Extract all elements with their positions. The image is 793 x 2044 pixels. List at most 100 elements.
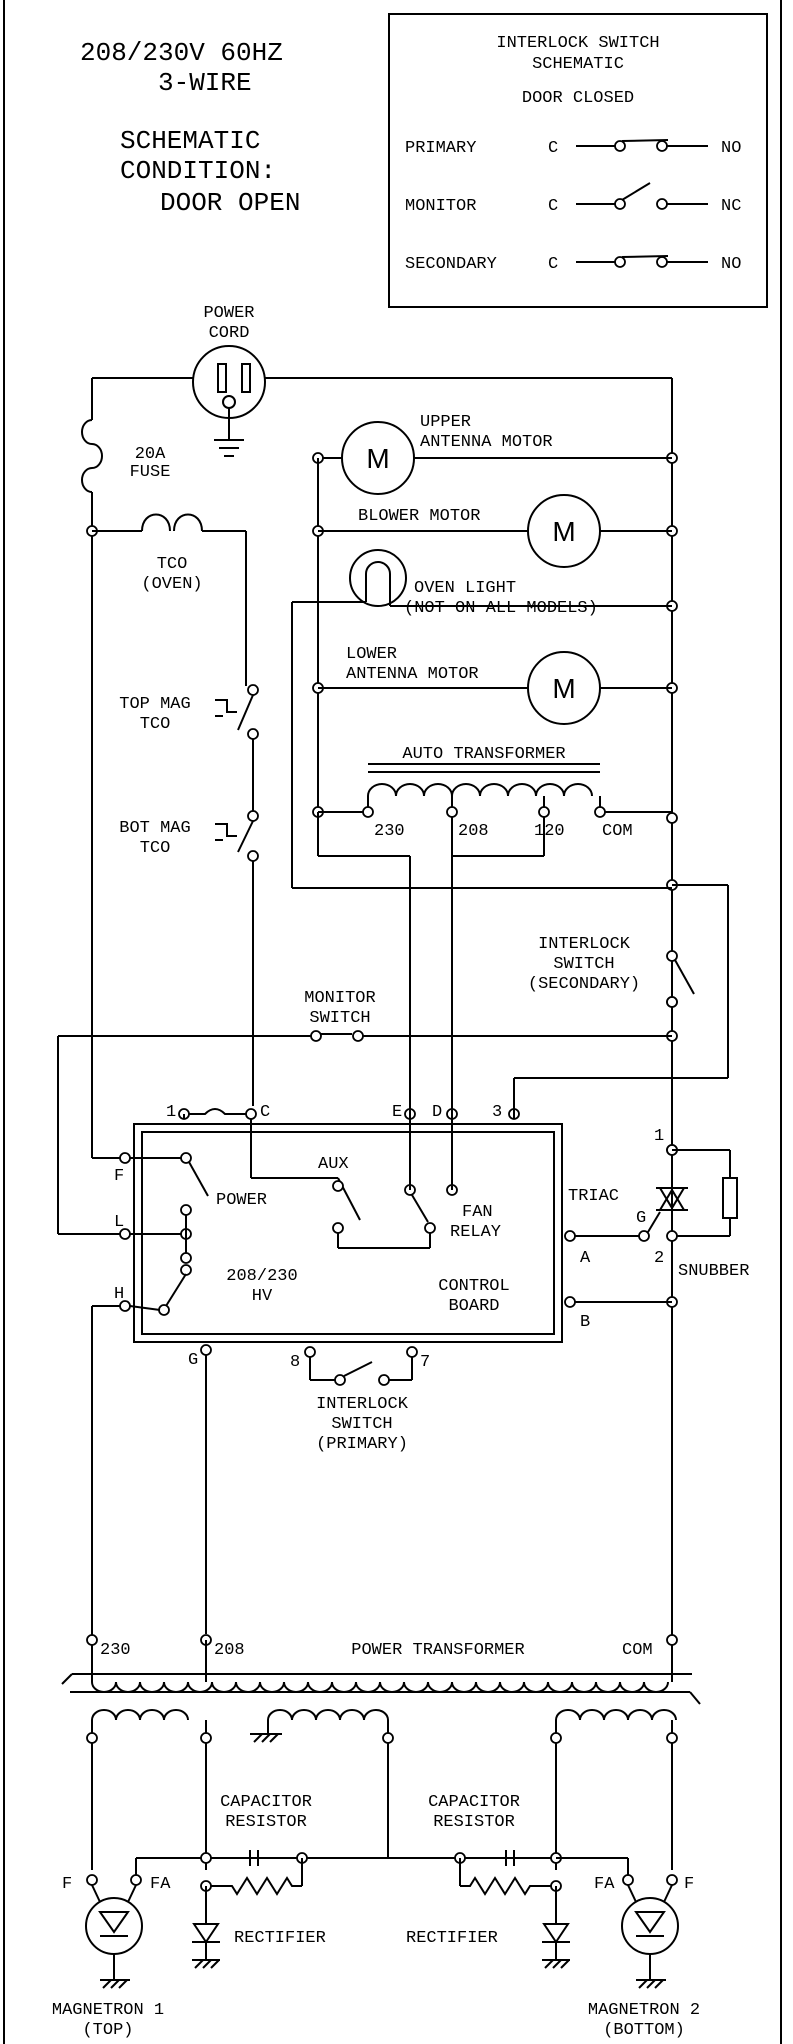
triac-terminal-2: 2 [654, 1249, 664, 1268]
bot-mag-tco-label: BOT MAG [119, 819, 190, 838]
oven-tco-label: TCO [157, 555, 188, 574]
snubber-label: SNUBBER [678, 1262, 749, 1281]
oven-light: OVEN LIGHT (NOT ON ALL MODELS) [291, 549, 672, 889]
power-cord-label-2: CORD [209, 324, 250, 343]
magnetron-1: F FA MAGNETRON 1 (TOP) [52, 1858, 171, 2040]
top-mag-tco-sublabel: TCO [140, 715, 171, 734]
cap2-sublabel: RESISTOR [433, 1813, 515, 1832]
interlock-box-title-2: SCHEMATIC [532, 55, 624, 74]
cb-terminal-a: A [580, 1249, 591, 1268]
blower-motor-label: BLOWER MOTOR [358, 507, 480, 526]
cb-board-label: BOARD [448, 1297, 499, 1316]
cb-hv-label: 208/230 [226, 1267, 297, 1286]
interlock-primary-switch: INTERLOCK SWITCH (PRIMARY) [309, 1357, 413, 1454]
cb-terminal-1: 1 [166, 1103, 176, 1122]
right-bus [265, 377, 678, 1682]
bot-mag-tco: BOT MAG TCO [119, 810, 259, 1106]
monitor-switch-label-2: SWITCH [309, 1009, 370, 1028]
pt-label: POWER TRANSFORMER [351, 1641, 524, 1660]
hv-section: CAPACITOR RESISTOR CAPACITOR RESISTOR RE… [136, 1793, 570, 1969]
page-frame [3, 0, 782, 2044]
lower-motor-sublabel: ANTENNA MOTOR [346, 665, 479, 684]
interlock-box-title: INTERLOCK SWITCH [496, 34, 659, 53]
auto-transformer-label: AUTO TRANSFORMER [402, 745, 565, 764]
primary-common: C [548, 139, 558, 158]
mag2-label: MAGNETRON 2 [588, 2001, 700, 2020]
rectifier-2-label: RECTIFIER [406, 1929, 498, 1948]
control-board: 1 C E D 3 F POWER L 208/230 HV H [92, 1103, 672, 1634]
cap1-sublabel: RESISTOR [225, 1813, 307, 1832]
cb-terminal-g: G [188, 1351, 198, 1370]
mag2-sublabel: (BOTTOM) [603, 2021, 685, 2040]
interlock-secondary-label: INTERLOCK [538, 935, 631, 954]
cb-fan-sublabel: RELAY [450, 1223, 501, 1242]
fuse-rating: 20A [135, 445, 166, 464]
interlock-primary-label-2: SWITCH [331, 1415, 392, 1434]
condition-title: SCHEMATIC [120, 126, 260, 156]
mag1-sublabel: (TOP) [82, 2021, 133, 2040]
triac-terminal-g: G [636, 1209, 646, 1228]
mag2-f: F [684, 1875, 694, 1894]
cap1-label: CAPACITOR [220, 1793, 312, 1812]
oven-light-label: OVEN LIGHT [414, 579, 516, 598]
blower-motor: M BLOWER MOTOR [318, 494, 672, 568]
upper-antenna-motor: M UPPER ANTENNA MOTOR [312, 413, 672, 495]
top-mag-tco-label: TOP MAG [119, 695, 190, 714]
cb-aux-label: AUX [318, 1155, 349, 1174]
pt-tap-208: 208 [214, 1641, 245, 1660]
auto-tap-com: COM [602, 822, 633, 841]
fuse-label: FUSE [130, 463, 171, 482]
condition-value: DOOR OPEN [160, 188, 300, 218]
interlock-schematic-box: INTERLOCK SWITCH SCHEMATIC DOOR CLOSED P… [388, 13, 768, 308]
interlock-secondary-switch: INTERLOCK SWITCH (SECONDARY) [513, 884, 729, 1112]
secondary-common: C [548, 255, 558, 274]
lower-motor-label: LOWER [346, 645, 397, 664]
cap2-label: CAPACITOR [428, 1793, 520, 1812]
secondary-contact: NO [721, 255, 741, 274]
cb-terminal-l: L [114, 1213, 124, 1232]
cb-terminal-f: F [114, 1167, 124, 1186]
auto-tap-230: 230 [374, 822, 405, 841]
blower-motor-symbol: M [552, 516, 575, 547]
upper-motor-label: UPPER [420, 413, 471, 432]
supply-wire-count: 3-WIRE [158, 68, 252, 98]
triac-label: TRIAC [568, 1187, 619, 1206]
upper-motor-sublabel: ANTENNA MOTOR [420, 433, 553, 452]
interlock-secondary-label-2: SWITCH [553, 955, 614, 974]
interlock-primary-label: INTERLOCK [316, 1395, 409, 1414]
primary-contact: NO [721, 139, 741, 158]
monitor-row-label: MONITOR [405, 197, 476, 216]
rectifier-1-label: RECTIFIER [234, 1929, 326, 1948]
auto-tap-208: 208 [458, 822, 489, 841]
power-cord: POWER CORD [192, 304, 266, 457]
cb-terminal-c: C [260, 1103, 270, 1122]
mag1-f: F [62, 1875, 72, 1894]
primary-row-label: PRIMARY [405, 139, 476, 158]
interlock-box-subtitle: DOOR CLOSED [522, 89, 634, 108]
oven-tco: TCO (OVEN) [92, 513, 247, 686]
lower-motor-symbol: M [552, 673, 575, 704]
cb-power-switch: POWER [216, 1191, 267, 1210]
power-cord-label: POWER [203, 304, 254, 323]
pt-tap-com: COM [622, 1641, 653, 1660]
lower-antenna-motor: M LOWER ANTENNA MOTOR [318, 645, 672, 725]
condition-label: CONDITION: [120, 156, 276, 186]
cb-fan-label: FAN [462, 1203, 493, 1222]
magnetron-2: FA F MAGNETRON 2 (BOTTOM) [556, 1857, 700, 2040]
triac-terminal-1: 1 [654, 1127, 664, 1146]
interlock-secondary-label-3: (SECONDARY) [528, 975, 640, 994]
top-mag-tco: TOP MAG TCO [119, 684, 259, 816]
bot-mag-tco-sublabel: TCO [140, 839, 171, 858]
auto-transformer: AUTO TRANSFORMER 230 208 120 COM [317, 745, 672, 1190]
cb-terminal-h: H [114, 1285, 124, 1304]
mag2-fa: FA [594, 1875, 615, 1894]
cb-hv-sublabel: HV [252, 1287, 273, 1306]
header: 208/230V 60HZ 3-WIRE SCHEMATIC CONDITION… [80, 38, 300, 218]
mag1-fa: FA [150, 1875, 171, 1894]
monitor-contact: NC [721, 197, 741, 216]
cb-control-label: CONTROL [438, 1277, 509, 1296]
interlock-primary-label-3: (PRIMARY) [316, 1435, 408, 1454]
secondary-row-label: SECONDARY [405, 255, 497, 274]
left-bus: 20A FUSE [81, 377, 193, 1158]
